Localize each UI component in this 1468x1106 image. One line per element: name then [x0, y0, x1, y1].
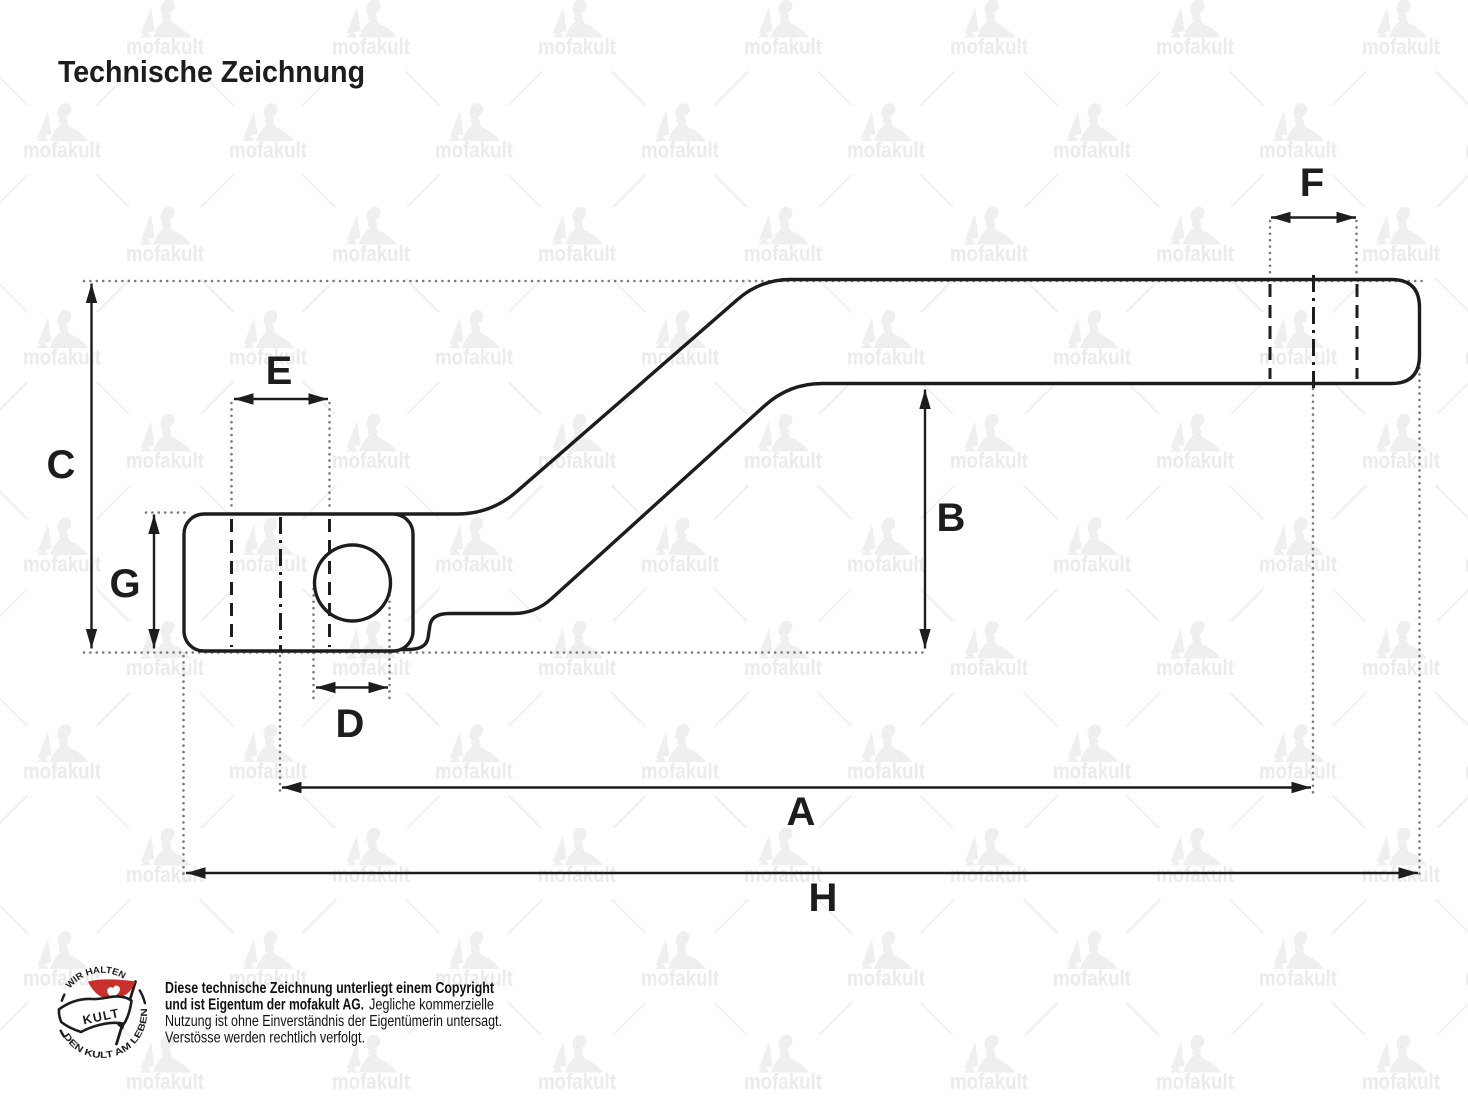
svg-text:Verstösse werden rechtlich ver: Verstösse werden rechtlich verfolgt. [165, 1030, 365, 1047]
svg-text:H: H [809, 876, 838, 920]
svg-text:Nutzung ist ohne Einverständni: Nutzung ist ohne Einverständnis der Eige… [165, 1013, 502, 1030]
svg-text:B: B [937, 496, 966, 540]
svg-text:F: F [1300, 161, 1324, 205]
svg-text:D: D [336, 702, 365, 746]
svg-text:Technische Zeichnung: Technische Zeichnung [58, 54, 365, 89]
svg-text:Diese technische Zeichnung unt: Diese technische Zeichnung unterliegt ei… [165, 980, 495, 997]
svg-text:A: A [787, 790, 816, 834]
svg-text:E: E [266, 349, 293, 393]
svg-text:G: G [109, 562, 140, 606]
svg-text:und ist Eigentum der mofakult: und ist Eigentum der mofakult AG. [165, 997, 364, 1014]
svg-text:C: C [47, 443, 76, 487]
svg-text:Jegliche kommerzielle: Jegliche kommerzielle [369, 997, 494, 1014]
